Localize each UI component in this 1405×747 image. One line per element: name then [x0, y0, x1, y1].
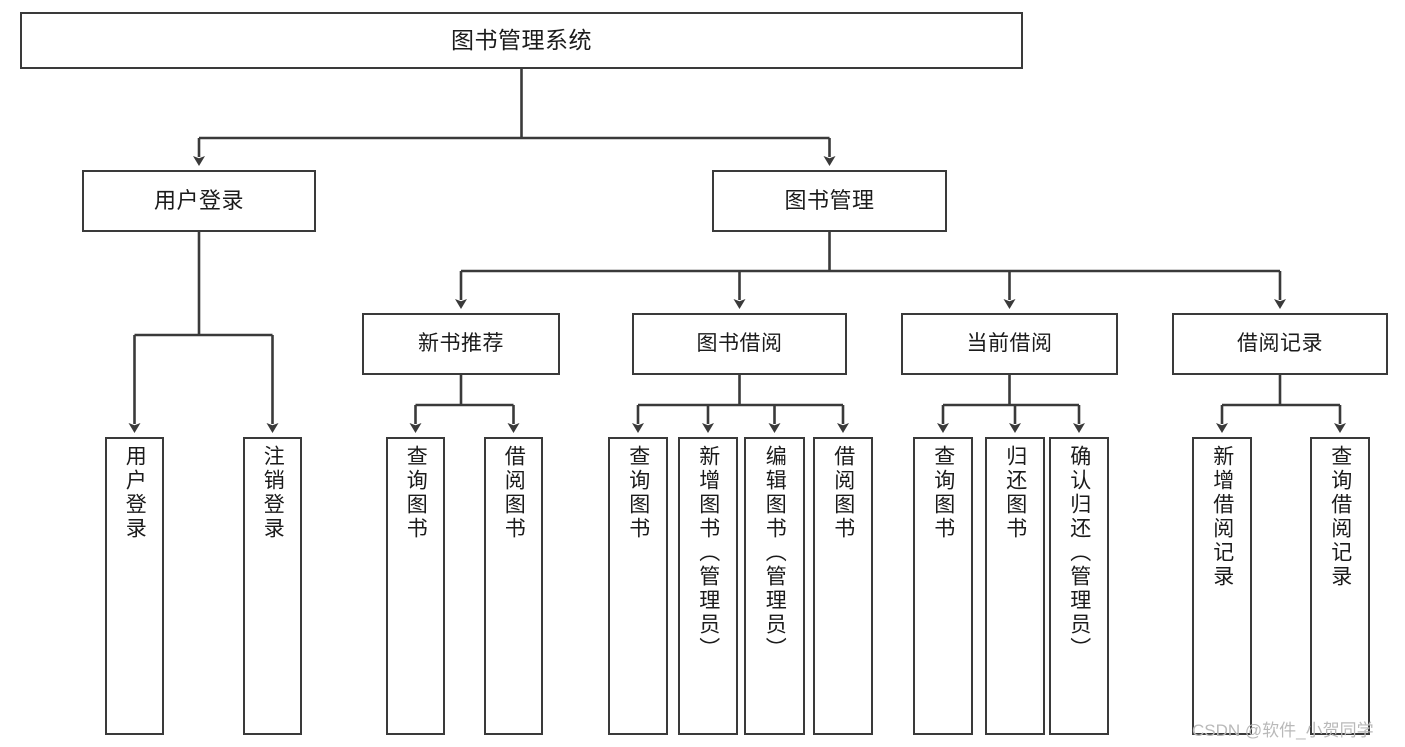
node-leaf-borrow-book[interactable]: 借阅图书: [813, 437, 873, 735]
node-root-label: 图书管理系统: [451, 26, 592, 53]
node-leaf-user-login[interactable]: 用户登录: [105, 437, 164, 735]
node-leaf-add-book-admin[interactable]: 新增图书（管理员）: [678, 437, 738, 735]
node-user-login[interactable]: 用户登录: [82, 170, 316, 232]
node-book-manage-label: 图书管理: [784, 187, 875, 213]
node-borrow-record[interactable]: 借阅记录: [1172, 313, 1388, 375]
node-leaf-return-book[interactable]: 归还图书: [985, 437, 1045, 735]
node-leaf-user-login-label: 用户登录: [123, 445, 147, 541]
node-leaf-query-book-borrow[interactable]: 查询图书: [608, 437, 668, 735]
node-leaf-query-book-rec-label: 查询图书: [404, 445, 428, 541]
node-leaf-user-logout[interactable]: 注销登录: [243, 437, 302, 735]
node-root[interactable]: 图书管理系统: [20, 12, 1023, 69]
node-leaf-user-logout-label: 注销登录: [261, 445, 285, 541]
node-leaf-edit-book-admin-label: 编辑图书（管理员）: [763, 445, 787, 661]
node-borrow-record-label: 借阅记录: [1237, 332, 1323, 356]
node-leaf-return-book-label: 归还图书: [1003, 445, 1027, 541]
node-new-book-rec-label: 新书推荐: [418, 332, 504, 356]
node-book-borrow-label: 图书借阅: [696, 332, 783, 356]
node-leaf-query-book-current[interactable]: 查询图书: [913, 437, 973, 735]
node-leaf-query-borrow-record[interactable]: 查询借阅记录: [1310, 437, 1370, 735]
node-book-borrow[interactable]: 图书借阅: [632, 313, 847, 375]
node-leaf-confirm-return-admin-label: 确认归还（管理员）: [1067, 445, 1091, 661]
node-leaf-query-book-current-label: 查询图书: [931, 445, 955, 541]
node-leaf-edit-book-admin[interactable]: 编辑图书（管理员）: [744, 437, 805, 735]
node-leaf-query-borrow-record-label: 查询借阅记录: [1328, 445, 1352, 589]
node-new-book-rec[interactable]: 新书推荐: [362, 313, 560, 375]
node-leaf-borrow-book-rec-label: 借阅图书: [502, 445, 526, 541]
node-book-manage[interactable]: 图书管理: [712, 170, 947, 232]
node-leaf-borrow-book-rec[interactable]: 借阅图书: [484, 437, 543, 735]
node-leaf-confirm-return-admin[interactable]: 确认归还（管理员）: [1049, 437, 1109, 735]
node-leaf-borrow-book-label: 借阅图书: [831, 445, 855, 541]
node-current-borrow-label: 当前借阅: [966, 332, 1053, 356]
node-leaf-add-borrow-record-label: 新增借阅记录: [1210, 445, 1234, 589]
node-leaf-query-book-rec[interactable]: 查询图书: [386, 437, 445, 735]
node-leaf-add-borrow-record[interactable]: 新增借阅记录: [1192, 437, 1252, 735]
node-user-login-label: 用户登录: [153, 187, 244, 213]
node-leaf-query-book-borrow-label: 查询图书: [626, 445, 650, 541]
node-current-borrow[interactable]: 当前借阅: [901, 313, 1118, 375]
node-leaf-add-book-admin-label: 新增图书（管理员）: [696, 445, 720, 661]
